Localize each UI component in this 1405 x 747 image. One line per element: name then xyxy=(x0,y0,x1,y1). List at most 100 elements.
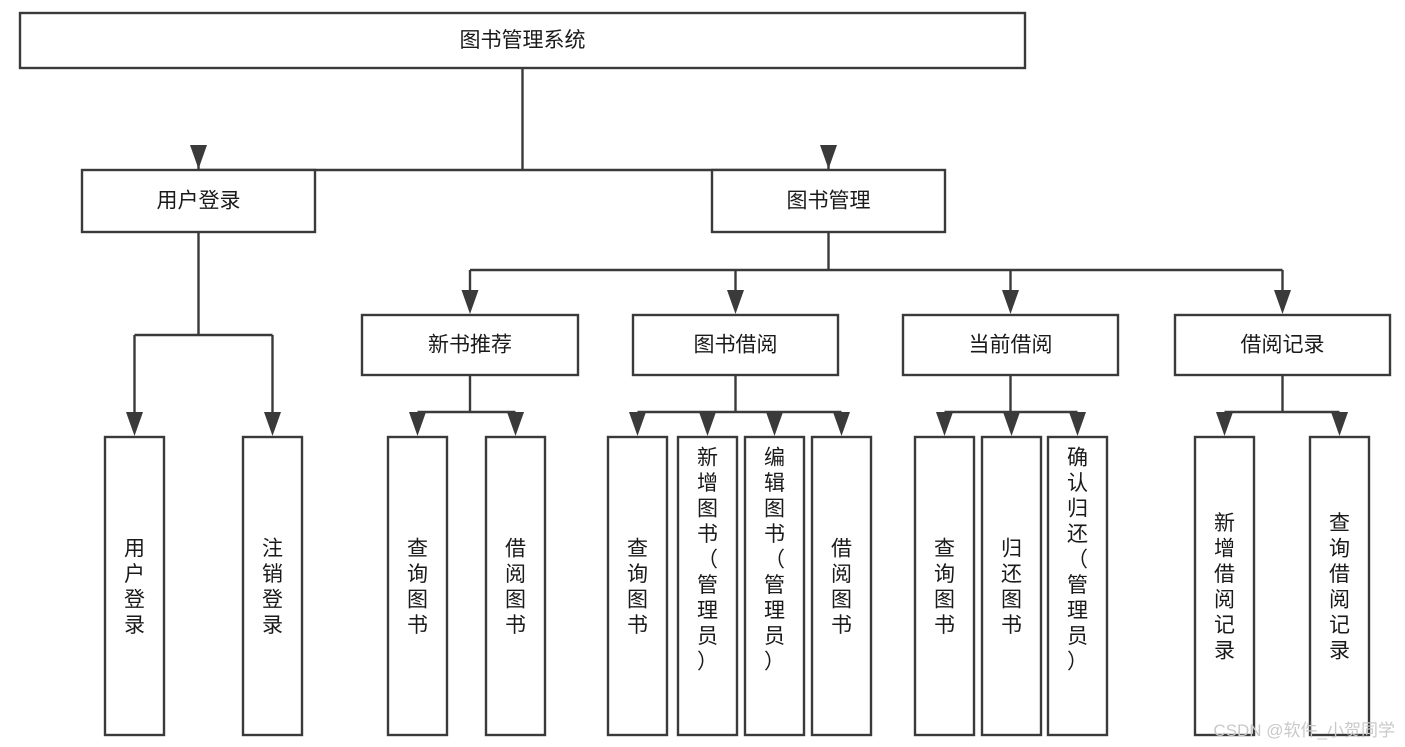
node-label-char: 查 xyxy=(407,537,428,560)
edge-arrowhead xyxy=(1069,412,1086,436)
node-box xyxy=(1173,313,1392,377)
node-box xyxy=(1308,435,1371,737)
node-label-char: 书 xyxy=(764,523,785,546)
node-leaf-user-login[interactable]: 用户登录 xyxy=(103,435,166,737)
node-label-char: 询 xyxy=(1329,537,1350,560)
node-label-char: 查 xyxy=(934,537,955,560)
nodes-layer: 图书管理系统用户登录图书管理新书推荐图书借阅当前借阅借阅记录用户登录注销登录查询… xyxy=(18,11,1392,737)
node-label-char: 阅 xyxy=(1329,588,1350,611)
edge-arrowhead xyxy=(629,412,646,436)
node-label-char: 图 xyxy=(764,498,785,521)
node-label-char: 理 xyxy=(764,600,785,623)
node-label-char: 管 xyxy=(1067,574,1088,597)
node-label-char: 增 xyxy=(697,472,718,495)
node-label-char: 销 xyxy=(262,563,283,586)
edge-arrowhead xyxy=(766,412,783,436)
node-label-char: 编 xyxy=(764,447,785,470)
node-box xyxy=(743,435,806,737)
node-label-char: 书 xyxy=(697,523,718,546)
node-label-char: 员 xyxy=(1067,625,1088,648)
node-label-char: 认 xyxy=(1067,472,1088,495)
node-label-char: 书 xyxy=(934,614,955,637)
edge-arrowhead xyxy=(1274,290,1291,314)
node-label-char: ） xyxy=(1067,651,1088,674)
node-label-char: 归 xyxy=(1067,498,1088,521)
node-label-char: 查 xyxy=(1329,512,1350,535)
node-label-char: 阅 xyxy=(831,563,852,586)
node-label-char: 员 xyxy=(764,625,785,648)
node-label-char: 借 xyxy=(1329,563,1350,586)
node-root[interactable]: 图书管理系统 xyxy=(18,11,1027,70)
node-current-borrow[interactable]: 当前借阅 xyxy=(901,313,1120,377)
edge-arrowhead xyxy=(699,412,716,436)
node-label: 图书管理系统 xyxy=(460,29,586,52)
node-label-char: 询 xyxy=(934,563,955,586)
edge-arrowhead xyxy=(727,290,744,314)
node-label-char: 录 xyxy=(124,614,145,637)
node-box xyxy=(18,11,1027,70)
node-label-char: 录 xyxy=(1214,639,1235,662)
edge-arrowhead xyxy=(1216,412,1233,436)
node-new-book-rec[interactable]: 新书推荐 xyxy=(360,313,580,377)
node-label-char: ） xyxy=(764,651,785,674)
edge-arrowhead xyxy=(936,412,953,436)
node-label-char: 录 xyxy=(262,614,283,637)
node-label: 用户登录 xyxy=(157,190,241,213)
node-label-char: 还 xyxy=(1067,523,1088,546)
edge-arrowhead xyxy=(409,412,426,436)
node-box xyxy=(901,313,1120,377)
node-label-char: （ xyxy=(764,549,785,572)
node-box xyxy=(1193,435,1256,737)
node-label-char: 书 xyxy=(1001,614,1022,637)
node-label-char: 图 xyxy=(697,498,718,521)
node-label: 新书推荐 xyxy=(428,334,512,357)
edge-arrowhead xyxy=(1002,290,1019,314)
node-label-char: 管 xyxy=(764,574,785,597)
node-label-char: 借 xyxy=(1214,563,1235,586)
node-label-char: 图 xyxy=(934,588,955,611)
node-box xyxy=(1046,435,1109,737)
node-label-char: 查 xyxy=(627,537,648,560)
node-label-char: 图 xyxy=(627,588,648,611)
edge-arrowhead xyxy=(126,412,143,436)
node-label-char: 注 xyxy=(262,537,283,560)
node-book-manage[interactable]: 图书管理 xyxy=(710,168,947,234)
node-box xyxy=(386,435,449,737)
node-label-char: 辑 xyxy=(764,472,785,495)
node-label-char: ） xyxy=(697,651,718,674)
node-label-char: 书 xyxy=(505,614,526,637)
node-book-borrow[interactable]: 图书借阅 xyxy=(631,313,840,377)
node-label-char: 图 xyxy=(505,588,526,611)
node-borrow-record[interactable]: 借阅记录 xyxy=(1173,313,1392,377)
node-box xyxy=(676,435,739,737)
node-user-login[interactable]: 用户登录 xyxy=(80,168,317,234)
edge-arrowhead xyxy=(264,412,281,436)
node-label-char: 借 xyxy=(831,537,852,560)
node-label-char: 登 xyxy=(124,588,145,611)
node-label-char: 记 xyxy=(1329,614,1350,637)
node-label-char: 归 xyxy=(1001,537,1022,560)
node-box xyxy=(606,435,669,737)
node-box xyxy=(241,435,304,737)
node-label-char: 询 xyxy=(407,563,428,586)
edge-arrowhead xyxy=(820,145,837,169)
node-box xyxy=(103,435,166,737)
node-label-char: 图 xyxy=(831,588,852,611)
node-label-char: 理 xyxy=(697,600,718,623)
node-label-char: 还 xyxy=(1001,563,1022,586)
node-label-char: 书 xyxy=(407,614,428,637)
node-label-char: 增 xyxy=(1214,537,1235,560)
edge-arrowhead xyxy=(461,290,479,314)
